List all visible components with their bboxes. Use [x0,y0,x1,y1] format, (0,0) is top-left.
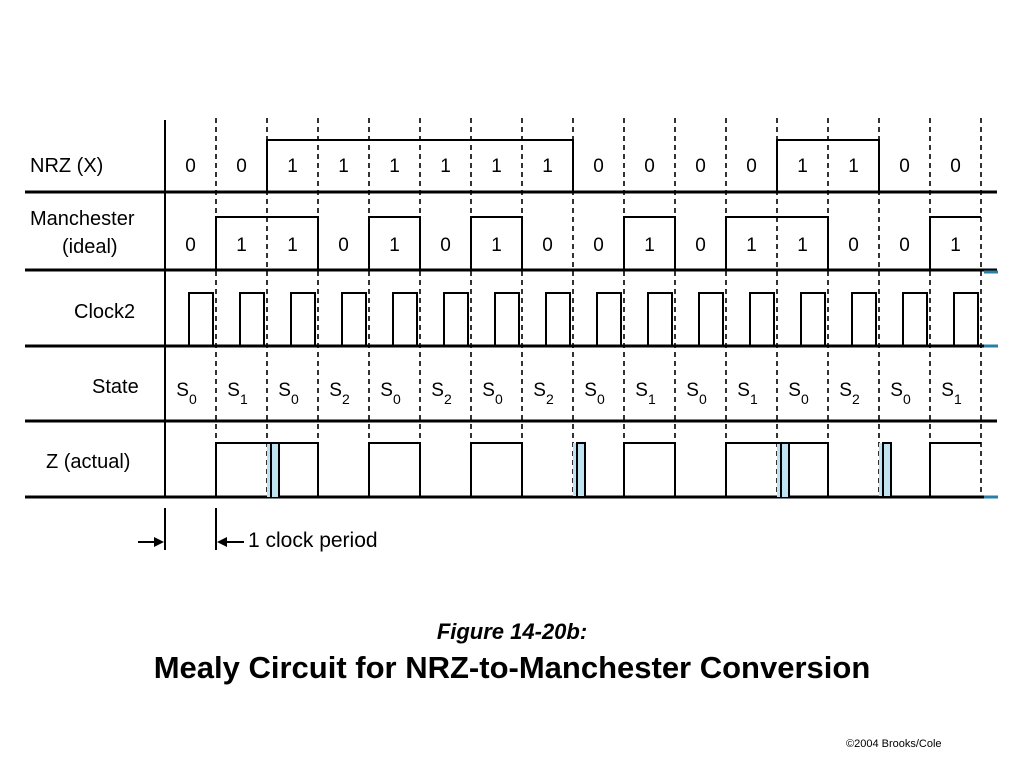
manchester-waveform [165,216,981,271]
manchester-bit: 0 [542,235,553,256]
glitch-highlight [879,443,891,497]
state-label: S2 [533,380,554,407]
nrz-bit: 1 [848,156,859,177]
z-glitch-pulse [882,442,892,497]
figure-title: Mealy Circuit for NRZ-to-Manchester Conv… [153,650,871,685]
state-label: S0 [788,380,809,407]
nrz-bit: 1 [440,156,451,177]
state-label: S0 [278,380,299,407]
state-label: S1 [227,380,248,407]
manchester-bit: 0 [848,235,859,256]
row-label-manchester-ideal: (ideal) [62,236,118,258]
state-label: S0 [380,380,401,407]
manchester-bit: 0 [593,235,604,256]
manchester-bit: 0 [338,235,349,256]
z-glitch-pulse [270,442,280,497]
nrz-waveform [165,139,981,193]
state-label: S2 [839,380,860,407]
row-label-nrz: NRZ (X) [30,155,103,177]
z-glitch-pulse [780,442,790,497]
figure-number: Figure 14-20b: [436,619,588,644]
nrz-bit: 1 [491,156,502,177]
manchester-bit: 1 [491,235,502,256]
manchester-bit: 1 [287,235,298,256]
state-label: S1 [737,380,758,407]
nrz-bit: 1 [797,156,808,177]
nrz-bit: 1 [389,156,400,177]
state-label: S1 [635,380,656,407]
state-label: S0 [584,380,605,407]
nrz-bit: 0 [899,156,910,177]
nrz-bit: 0 [593,156,604,177]
manchester-bit: 0 [899,235,910,256]
nrz-bit: 1 [338,156,349,177]
manchester-bit: 0 [440,235,451,256]
nrz-bit: 1 [542,156,553,177]
manchester-bit: 0 [695,235,706,256]
nrz-bit: 0 [236,156,247,177]
nrz-bit: 0 [746,156,757,177]
manchester-bit: 1 [950,235,961,256]
state-label: S2 [329,380,350,407]
copyright-notice: ©2004 Brooks/Cole [846,738,942,750]
nrz-bit: 0 [950,156,961,177]
manchester-bit: 1 [797,235,808,256]
manchester-bit: 1 [644,235,655,256]
manchester-bit: 1 [746,235,757,256]
row-label-clock: Clock2 [74,301,135,323]
state-label: S0 [890,380,911,407]
row-label-state: State [92,376,139,398]
z-glitch-pulse [576,442,586,497]
clock-period-label: 1 clock period [248,529,378,552]
state-label: S0 [482,380,503,407]
arrowhead-icon [154,537,164,547]
manchester-bit: 1 [389,235,400,256]
state-label: S2 [431,380,452,407]
nrz-bit: 0 [695,156,706,177]
state-label: S1 [941,380,962,407]
nrz-bit: 1 [287,156,298,177]
clock2-waveform [187,292,979,347]
nrz-bit: 0 [185,156,196,177]
state-label: S0 [686,380,707,407]
row-label-manchester: Manchester [30,208,135,230]
nrz-bit: 0 [644,156,655,177]
glitch-highlight [573,443,585,497]
state-label: S0 [176,380,197,407]
z-waveform [165,442,981,498]
glitch-highlight [777,443,789,497]
manchester-bit: 1 [236,235,247,256]
glitch-highlight [267,443,279,497]
arrowhead-icon [217,537,227,547]
manchester-bit: 0 [185,235,196,256]
row-label-z: Z (actual) [46,451,130,473]
